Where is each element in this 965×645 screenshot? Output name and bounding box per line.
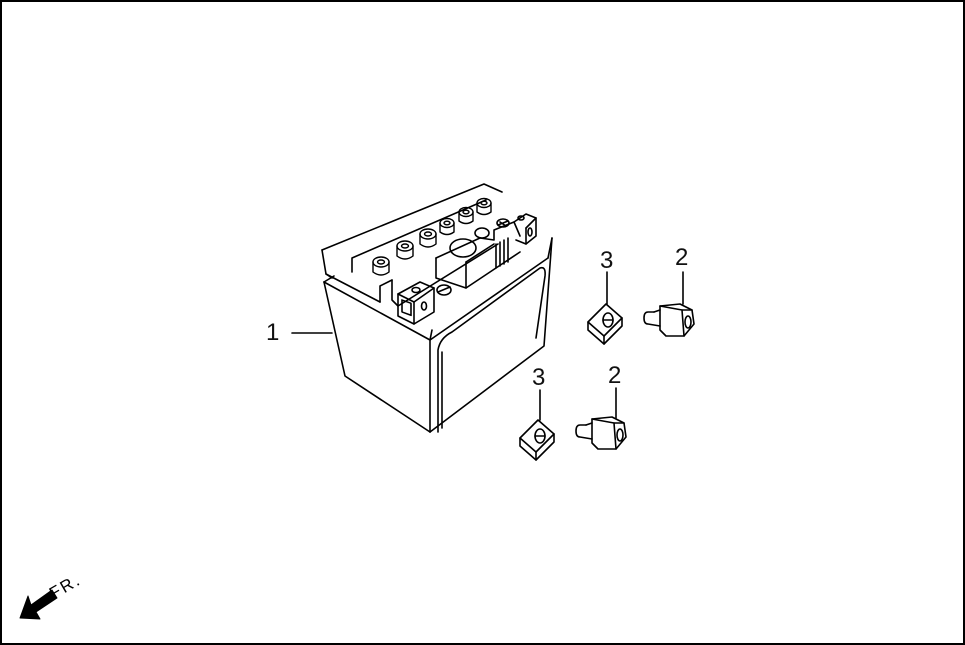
terminal-left: [397, 281, 452, 325]
bolt-part-upper: [643, 303, 695, 337]
bolt-part-lower: [575, 416, 627, 450]
nut-part-upper: [587, 303, 623, 345]
callout-label-3-lower: 3: [532, 364, 546, 391]
callout-label-1: 1: [266, 319, 280, 346]
battery-part: [321, 183, 553, 433]
callout-label-3-upper: 3: [600, 247, 614, 274]
arrow-down-left-icon: [19, 589, 58, 620]
nut-part-lower: [519, 419, 555, 461]
callout-label-2-upper: 2: [675, 244, 689, 271]
terminal-right: [496, 213, 537, 245]
callout-label-2-lower: 2: [608, 362, 622, 389]
